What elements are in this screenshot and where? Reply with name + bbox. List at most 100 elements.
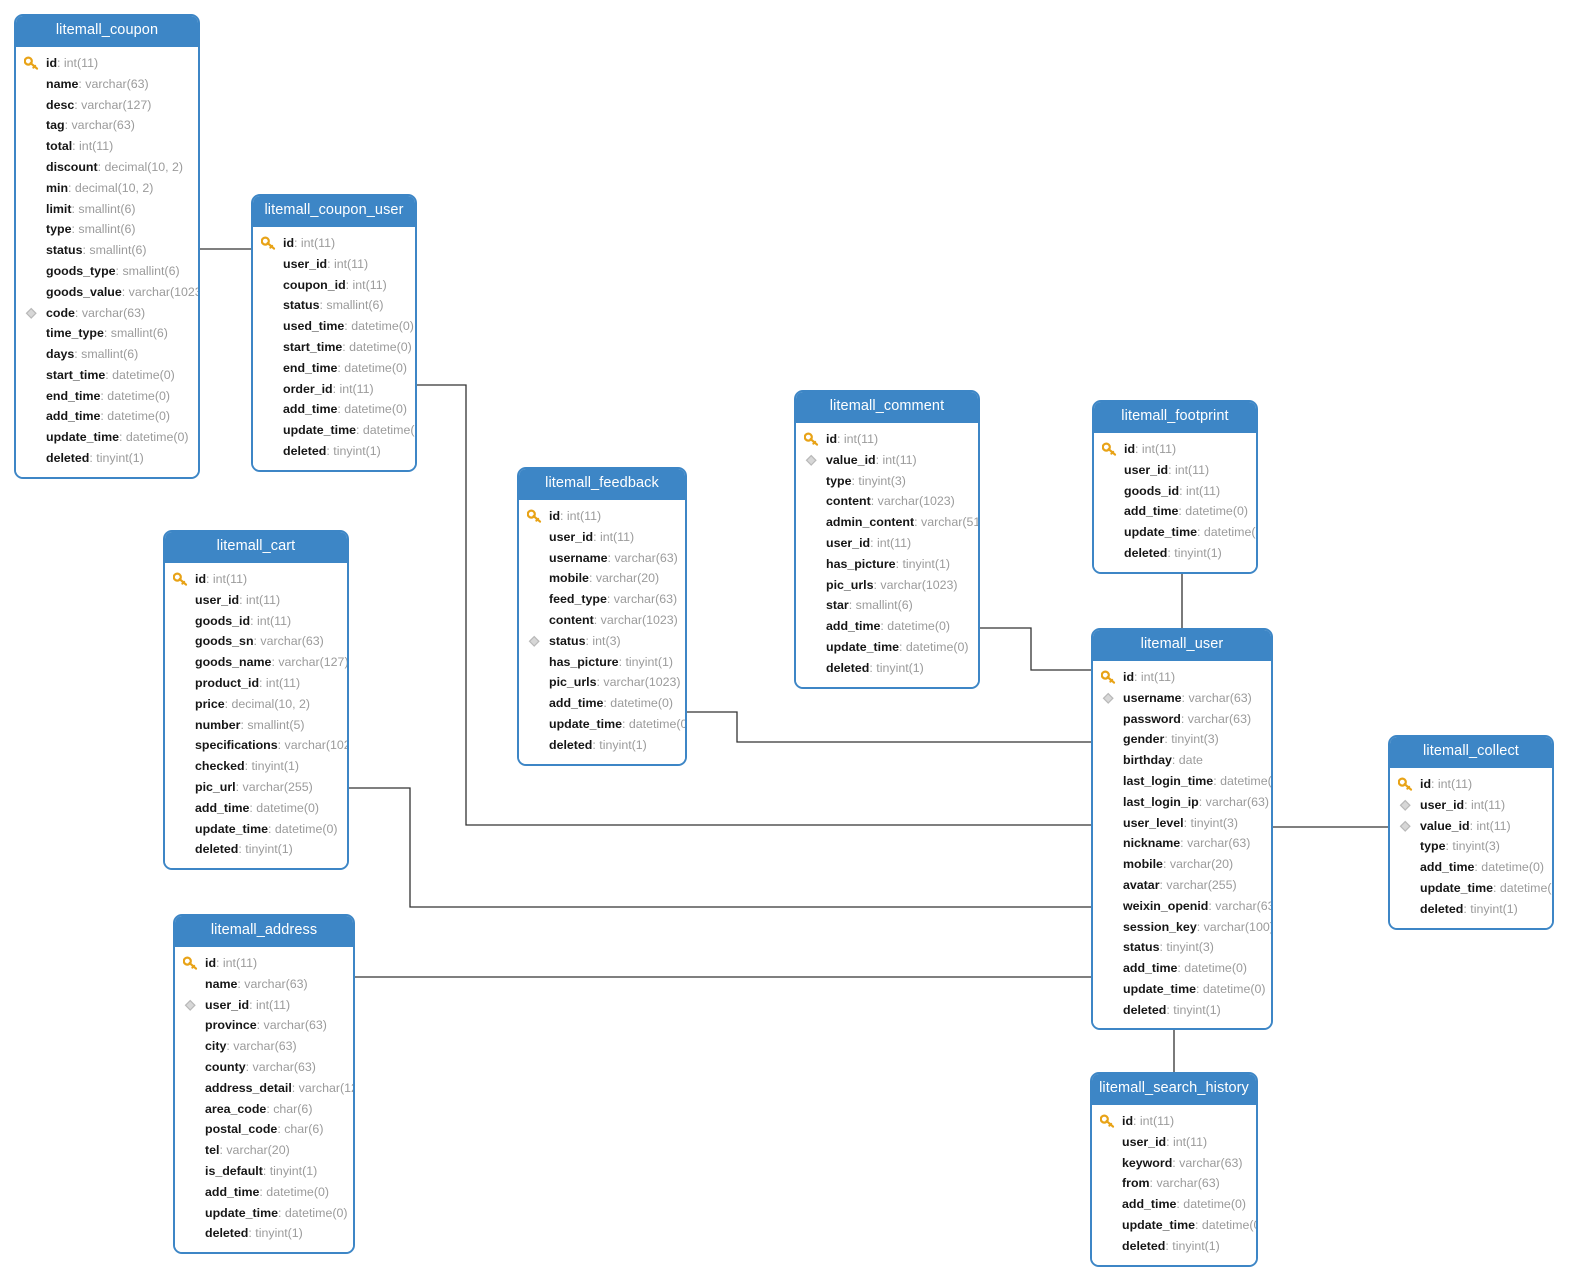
field-row[interactable]: has_picture: tinyint(1)	[519, 652, 685, 673]
field-row[interactable]: add_time: datetime(0)	[175, 1182, 353, 1203]
field-row[interactable]: update_time: datetime(0)	[1092, 1215, 1256, 1236]
field-row[interactable]: deleted: tinyint(1)	[165, 839, 347, 860]
field-row[interactable]: tag: varchar(63)	[16, 115, 198, 136]
field-row[interactable]: user_id: int(11)	[1390, 795, 1552, 816]
field-row[interactable]: end_time: datetime(0)	[253, 358, 415, 379]
field-row[interactable]: user_id: int(11)	[1094, 460, 1256, 481]
field-row[interactable]: update_time: datetime(0)	[1094, 522, 1256, 543]
field-row[interactable]: area_code: char(6)	[175, 1099, 353, 1120]
field-row[interactable]: goods_type: smallint(6)	[16, 261, 198, 282]
field-row[interactable]: id: int(11)	[1093, 667, 1271, 688]
field-row[interactable]: goods_name: varchar(127)	[165, 652, 347, 673]
field-row[interactable]: gender: tinyint(3)	[1093, 729, 1271, 750]
field-row[interactable]: value_id: int(11)	[1390, 816, 1552, 837]
field-row[interactable]: user_id: int(11)	[519, 527, 685, 548]
field-row[interactable]: limit: smallint(6)	[16, 199, 198, 220]
field-row[interactable]: add_time: datetime(0)	[1094, 501, 1256, 522]
field-row[interactable]: update_time: datetime(0)	[16, 427, 198, 448]
field-row[interactable]: name: varchar(63)	[16, 74, 198, 95]
field-row[interactable]: status: smallint(6)	[16, 240, 198, 261]
field-row[interactable]: goods_sn: varchar(63)	[165, 631, 347, 652]
field-row[interactable]: id: int(11)	[1092, 1111, 1256, 1132]
field-row[interactable]: coupon_id: int(11)	[253, 275, 415, 296]
field-row[interactable]: end_time: datetime(0)	[16, 386, 198, 407]
field-row[interactable]: order_id: int(11)	[253, 379, 415, 400]
field-row[interactable]: id: int(11)	[519, 506, 685, 527]
field-row[interactable]: content: varchar(1023)	[519, 610, 685, 631]
field-row[interactable]: weixin_openid: varchar(63)	[1093, 896, 1271, 917]
field-row[interactable]: deleted: tinyint(1)	[16, 448, 198, 469]
field-row[interactable]: content: varchar(1023)	[796, 491, 978, 512]
field-row[interactable]: type: tinyint(3)	[1390, 836, 1552, 857]
field-row[interactable]: specifications: varchar(1023)	[165, 735, 347, 756]
field-row[interactable]: user_id: int(11)	[1092, 1132, 1256, 1153]
field-row[interactable]: deleted: tinyint(1)	[175, 1223, 353, 1244]
field-row[interactable]: update_time: datetime(0)	[175, 1203, 353, 1224]
field-row[interactable]: type: tinyint(3)	[796, 471, 978, 492]
field-row[interactable]: user_id: int(11)	[175, 995, 353, 1016]
field-row[interactable]: deleted: tinyint(1)	[1093, 1000, 1271, 1021]
field-row[interactable]: keyword: varchar(63)	[1092, 1153, 1256, 1174]
field-row[interactable]: city: varchar(63)	[175, 1036, 353, 1057]
field-row[interactable]: name: varchar(63)	[175, 974, 353, 995]
field-row[interactable]: add_time: datetime(0)	[796, 616, 978, 637]
field-row[interactable]: add_time: datetime(0)	[1390, 857, 1552, 878]
field-row[interactable]: update_time: datetime(0)	[253, 420, 415, 441]
field-row[interactable]: id: int(11)	[253, 233, 415, 254]
field-row[interactable]: id: int(11)	[1094, 439, 1256, 460]
field-row[interactable]: user_id: int(11)	[253, 254, 415, 275]
field-row[interactable]: add_time: datetime(0)	[16, 406, 198, 427]
field-row[interactable]: id: int(11)	[1390, 774, 1552, 795]
field-row[interactable]: last_login_ip: varchar(63)	[1093, 792, 1271, 813]
field-row[interactable]: id: int(11)	[165, 569, 347, 590]
field-row[interactable]: pic_urls: varchar(1023)	[796, 575, 978, 596]
field-row[interactable]: deleted: tinyint(1)	[1094, 543, 1256, 564]
field-row[interactable]: update_time: datetime(0)	[1390, 878, 1552, 899]
field-row[interactable]: user_level: tinyint(3)	[1093, 813, 1271, 834]
field-row[interactable]: is_default: tinyint(1)	[175, 1161, 353, 1182]
field-row[interactable]: min: decimal(10, 2)	[16, 178, 198, 199]
field-row[interactable]: birthday: date	[1093, 750, 1271, 771]
field-row[interactable]: nickname: varchar(63)	[1093, 833, 1271, 854]
field-row[interactable]: discount: decimal(10, 2)	[16, 157, 198, 178]
field-row[interactable]: postal_code: char(6)	[175, 1119, 353, 1140]
field-row[interactable]: username: varchar(63)	[519, 548, 685, 569]
field-row[interactable]: add_time: datetime(0)	[1092, 1194, 1256, 1215]
field-row[interactable]: tel: varchar(20)	[175, 1140, 353, 1161]
field-row[interactable]: add_time: datetime(0)	[165, 798, 347, 819]
field-row[interactable]: province: varchar(63)	[175, 1015, 353, 1036]
field-row[interactable]: type: smallint(6)	[16, 219, 198, 240]
field-row[interactable]: pic_urls: varchar(1023)	[519, 672, 685, 693]
field-row[interactable]: deleted: tinyint(1)	[253, 441, 415, 462]
field-row[interactable]: username: varchar(63)	[1093, 688, 1271, 709]
field-row[interactable]: user_id: int(11)	[796, 533, 978, 554]
field-row[interactable]: from: varchar(63)	[1092, 1173, 1256, 1194]
field-row[interactable]: update_time: datetime(0)	[1093, 979, 1271, 1000]
field-row[interactable]: mobile: varchar(20)	[1093, 854, 1271, 875]
field-row[interactable]: update_time: datetime(0)	[165, 819, 347, 840]
field-row[interactable]: address_detail: varchar(127)	[175, 1078, 353, 1099]
field-row[interactable]: add_time: datetime(0)	[1093, 958, 1271, 979]
field-row[interactable]: deleted: tinyint(1)	[1390, 899, 1552, 920]
field-row[interactable]: id: int(11)	[175, 953, 353, 974]
field-row[interactable]: status: int(3)	[519, 631, 685, 652]
field-row[interactable]: pic_url: varchar(255)	[165, 777, 347, 798]
field-row[interactable]: total: int(11)	[16, 136, 198, 157]
field-row[interactable]: number: smallint(5)	[165, 715, 347, 736]
field-row[interactable]: goods_value: varchar(1023)	[16, 282, 198, 303]
field-row[interactable]: user_id: int(11)	[165, 590, 347, 611]
field-row[interactable]: time_type: smallint(6)	[16, 323, 198, 344]
field-row[interactable]: value_id: int(11)	[796, 450, 978, 471]
field-row[interactable]: county: varchar(63)	[175, 1057, 353, 1078]
field-row[interactable]: id: int(11)	[16, 53, 198, 74]
field-row[interactable]: start_time: datetime(0)	[253, 337, 415, 358]
field-row[interactable]: status: smallint(6)	[253, 295, 415, 316]
field-row[interactable]: start_time: datetime(0)	[16, 365, 198, 386]
field-row[interactable]: avatar: varchar(255)	[1093, 875, 1271, 896]
